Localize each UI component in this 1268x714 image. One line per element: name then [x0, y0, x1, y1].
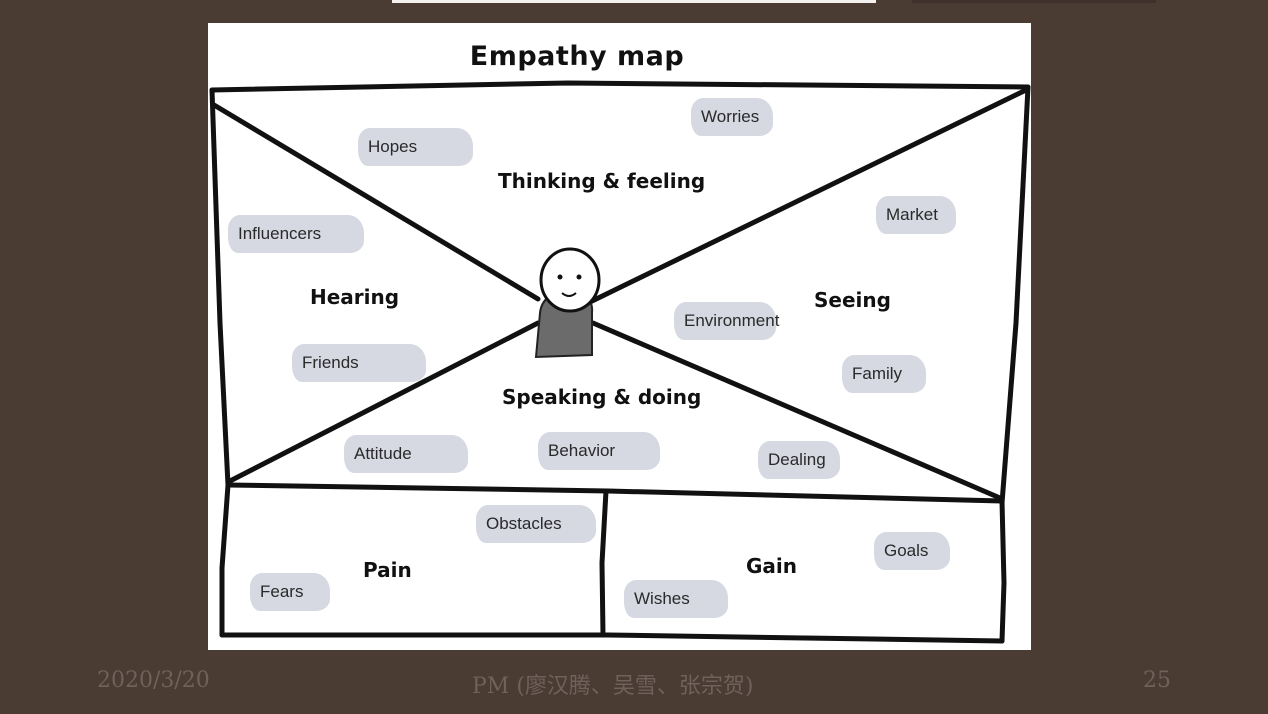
bottom-left-line — [219, 482, 231, 638]
diagonal-bottom-right — [590, 320, 1003, 501]
person-eye-right — [576, 274, 582, 280]
tag-fears: Fears — [250, 573, 330, 611]
bottom-line — [219, 632, 1005, 644]
diagonal-top-right — [585, 87, 1029, 306]
tag-obstacles: Obstacles — [476, 505, 596, 543]
empathy-map-drawing — [209, 80, 1031, 644]
tag-wishes: Wishes — [624, 580, 728, 618]
slide-page-number: 25 — [1143, 668, 1171, 693]
tag-influencers: Influencers — [228, 215, 364, 253]
tag-hopes: Hopes — [358, 128, 473, 166]
diagonal-top-left — [211, 102, 541, 302]
frame-left-line — [209, 87, 231, 488]
tag-behavior: Behavior — [538, 432, 660, 470]
person-head — [539, 247, 601, 313]
bottom-center-divider — [599, 488, 609, 638]
bottom-right-line — [999, 498, 1007, 644]
heading-pain: Pain — [363, 558, 412, 582]
top-strip-dark — [912, 0, 1156, 3]
tag-family: Family — [842, 355, 926, 393]
person-mouth — [561, 292, 577, 297]
footer-date: 2020/3/20 — [97, 668, 210, 693]
tag-environment: Environment — [674, 302, 779, 340]
map-title: Empathy map — [469, 41, 685, 72]
heading-hearing: Hearing — [310, 285, 400, 309]
frame-top-line — [209, 80, 1031, 93]
tag-worries: Worries — [691, 98, 773, 136]
diagonal-bottom-left — [227, 320, 541, 484]
person-eye-left — [557, 274, 563, 280]
empathy-map-image: Empathy map Thinking & feeling Hearing S… — [208, 23, 1031, 650]
tag-dealing: Dealing — [758, 441, 840, 479]
frame-right-line — [999, 84, 1031, 506]
middle-divider-line — [225, 482, 1005, 504]
tag-attitude: Attitude — [344, 435, 468, 473]
top-strip-light — [392, 0, 876, 3]
tag-friends: Friends — [292, 344, 426, 382]
tag-goals: Goals — [874, 532, 950, 570]
heading-thinking-feeling: Thinking & feeling — [498, 169, 706, 193]
footer-center-text: PM (廖汉腾、吴雪、张宗贺) — [472, 674, 754, 699]
heading-speaking-doing: Speaking & doing — [502, 385, 702, 409]
heading-seeing: Seeing — [814, 288, 891, 312]
heading-gain: Gain — [746, 554, 798, 578]
tag-market: Market — [876, 196, 956, 234]
